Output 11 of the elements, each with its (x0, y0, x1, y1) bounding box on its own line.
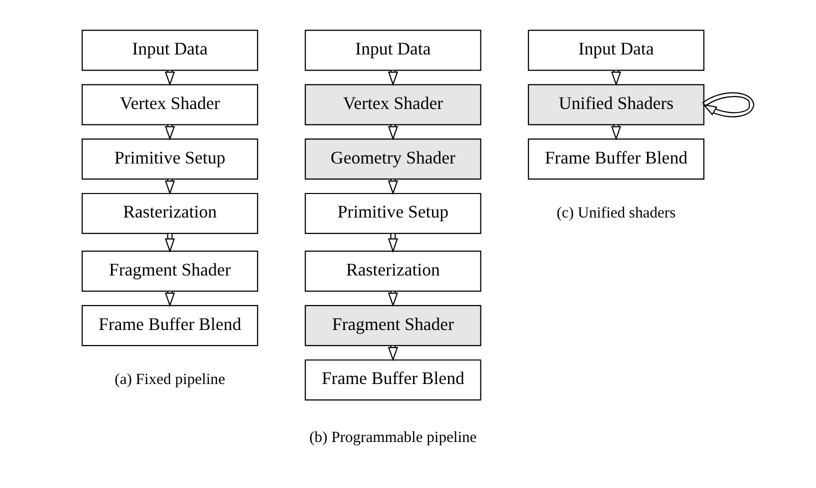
label: (b) Programmable pipeline (309, 428, 477, 446)
label: (a) Fixed pipeline (114, 371, 226, 388)
arrow (388, 234, 398, 253)
node-box: Frame Buffer Blend (304, 359, 482, 401)
label: (c) Unified shaders (556, 204, 676, 222)
arrow (702, 92, 754, 118)
node-box: Frame Buffer Blend (528, 138, 704, 180)
node-box: Frame Buffer Blend (82, 305, 258, 346)
node-box: Primitive Setup (304, 192, 482, 234)
arrow (164, 234, 175, 253)
node-box: Rasterization (82, 192, 258, 234)
